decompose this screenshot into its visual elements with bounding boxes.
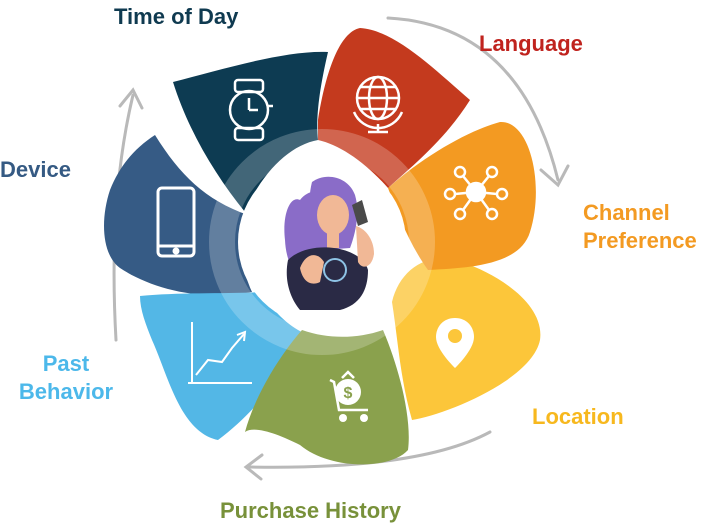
petal-time	[173, 51, 328, 212]
svg-text:$: $	[344, 385, 353, 402]
line-chart-icon	[188, 322, 252, 384]
arrowhead-bottom	[243, 453, 264, 481]
label-location: Location	[532, 404, 624, 429]
inner-ring	[209, 129, 435, 355]
petal-past	[140, 292, 306, 440]
money-cart-icon: $	[329, 370, 368, 422]
petal-device	[104, 135, 252, 296]
map-pin-icon	[436, 318, 474, 368]
woman-on-phone-icon	[284, 176, 374, 310]
label-channel-line2: Preference	[583, 228, 697, 253]
label-past-line1: Past	[42, 351, 90, 376]
petals	[104, 28, 541, 465]
petal-purchase	[245, 330, 409, 465]
wristwatch-icon	[228, 78, 273, 142]
label-time-of-day: Time of Day	[114, 4, 239, 29]
label-language: Language	[479, 31, 583, 56]
arrowhead-top-right	[539, 164, 570, 188]
label-channel-preference: Channel Preference	[583, 199, 720, 255]
arrowhead-left	[118, 87, 144, 110]
label-past-line2: Behavior	[18, 379, 114, 404]
smartphone-icon	[156, 186, 196, 258]
network-hub-icon	[443, 165, 509, 221]
label-device: Device	[0, 157, 71, 182]
label-past-behavior: Past Behavior	[6, 350, 126, 406]
globe-icon	[352, 75, 404, 134]
petal-channel	[388, 121, 536, 270]
label-channel-line1: Channel	[583, 200, 670, 225]
arrow-top-right-icon	[386, 16, 560, 182]
arrow-bottom-icon	[248, 430, 492, 469]
label-purchase-history: Purchase History	[220, 498, 401, 523]
